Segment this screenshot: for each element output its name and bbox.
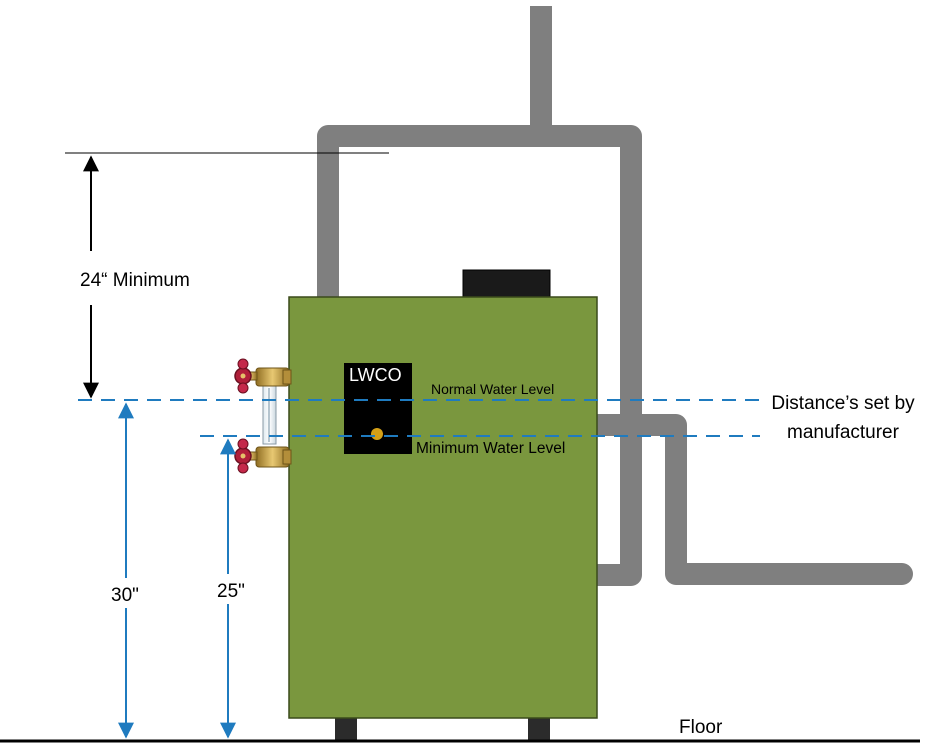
flue-collar [462,269,551,300]
clearance-label: 24“ Minimum [80,270,190,291]
return-pipe [587,414,913,585]
boiler-body [288,296,598,719]
supply-loop-pipe [317,125,642,586]
lwco-label: LWCO [349,365,402,385]
distance-note-line2: manufacturer [787,422,900,443]
boiler-leg-right [528,716,550,742]
height-minimum-label: 25" [217,581,245,602]
piping [317,6,913,586]
upper-valve-handwheel-icon [234,358,252,394]
height-normal-label: 30" [111,585,139,606]
boiler-leg-left [335,716,357,742]
lwco-probe [371,428,383,440]
sight-glass-gauge [234,358,292,474]
distance-note-line1: Distance’s set by [771,393,915,414]
minimum-water-level-label: Minimum Water Level [416,440,565,457]
lower-valve-handwheel-icon [234,438,252,474]
normal-water-level-label: Normal Water Level [431,381,554,397]
floor-label: Floor [679,717,723,738]
